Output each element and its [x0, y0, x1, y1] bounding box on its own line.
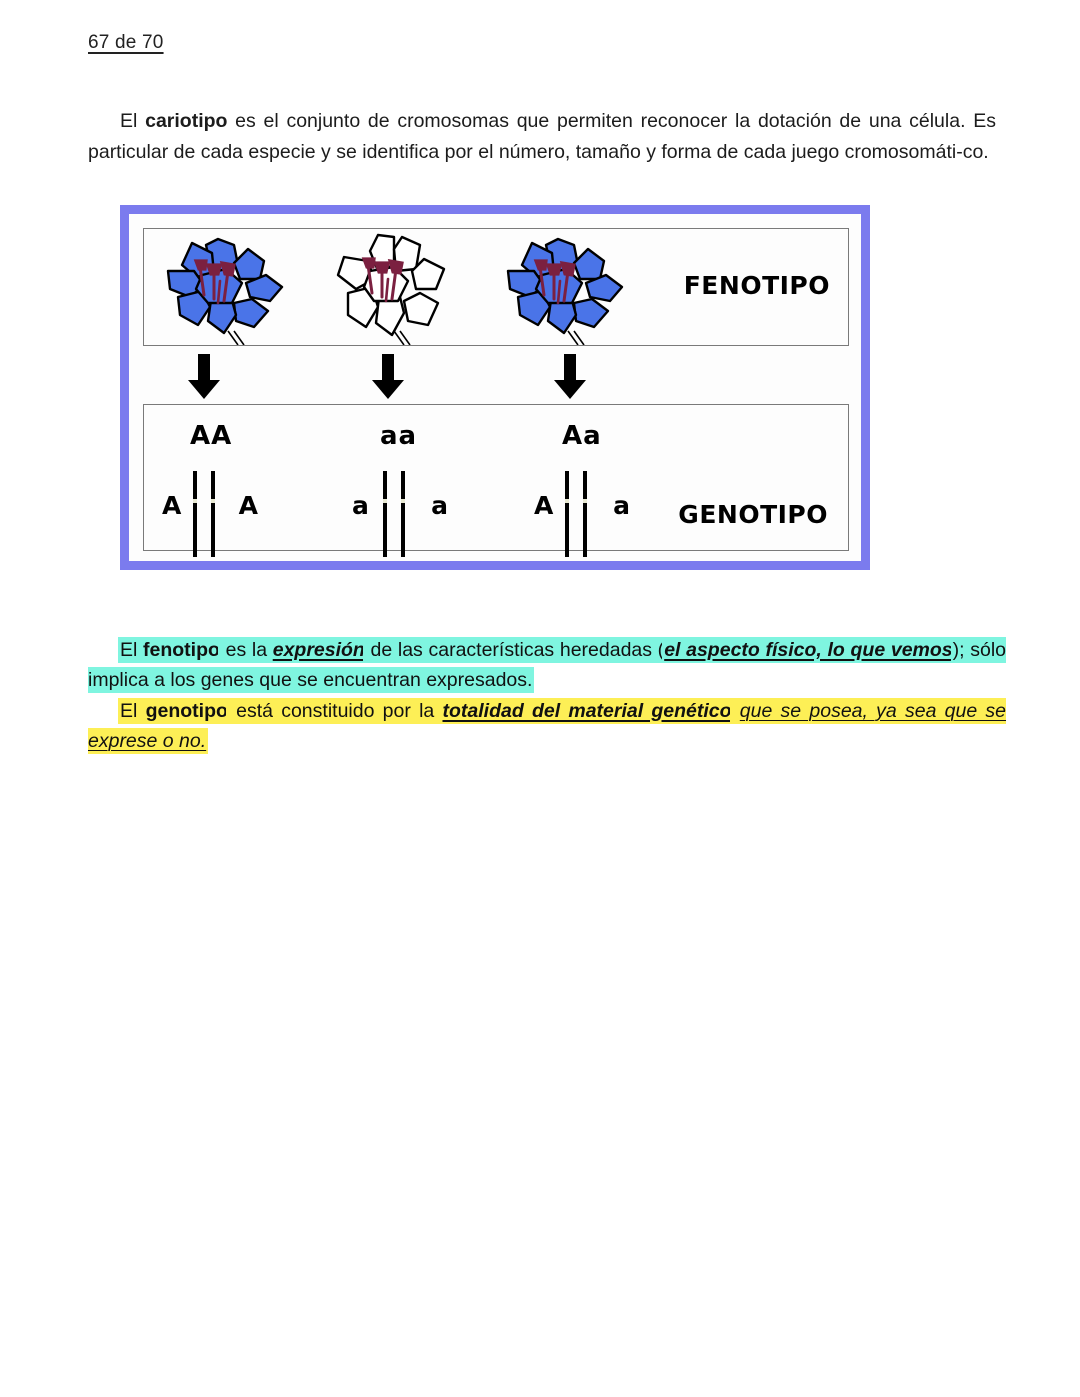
chromosome-pair-1: A A — [162, 471, 258, 557]
genotype-row: AA aa Aa A A a a A a GENOTIPO — [143, 404, 849, 557]
fenotipo-emphasis-expresion: expresión — [272, 638, 365, 661]
genotipo-lead: El — [120, 699, 146, 722]
paragraph-cariotipo: El cariotipo es el conjunto de cromosoma… — [88, 106, 996, 168]
chromosome-pair-2: a a — [352, 471, 448, 557]
allele-right-2: a — [431, 491, 448, 520]
cariotipo-rest: es el conjunto de cromosomas que permite… — [88, 109, 996, 163]
genetics-diagram: FENOTIPO AA aa Aa A A a — [120, 205, 870, 570]
page-number: 67 de 70 — [88, 32, 164, 53]
genotipo-mid1: está constituido por la — [227, 699, 443, 722]
allele-right-1: A — [238, 491, 258, 520]
fenotipo-mid2: de las características heredadas ( — [364, 638, 665, 661]
fenotipo-lead: El — [120, 638, 144, 661]
chromosome-bar — [565, 471, 569, 557]
arrow-down-icon-1 — [187, 354, 221, 400]
fenotipo-term: fenotipo — [143, 638, 220, 661]
fenotipo-mid1: es la — [219, 638, 273, 661]
chromosome-bar — [193, 471, 197, 557]
genotype-pair-1: AA — [190, 421, 233, 451]
chromosome-bar — [383, 471, 387, 557]
arrow-down-icon-2 — [371, 354, 405, 400]
paragraph-genotipo: El genotipo está constituido por la tota… — [88, 696, 1006, 756]
genotype-label: GENOTIPO — [678, 500, 828, 529]
chromosome-bar — [583, 471, 587, 557]
phenotype-label: FENOTIPO — [683, 271, 830, 300]
genotipo-emphasis-totalidad: totalidad del material genético — [442, 699, 732, 722]
arrow-down-icon-3 — [553, 354, 587, 400]
chromosome-bar — [401, 471, 405, 557]
allele-left-2: a — [352, 491, 369, 520]
chromosome-bar — [211, 471, 215, 557]
allele-right-3: a — [613, 491, 630, 520]
genotype-pair-2: aa — [380, 421, 418, 451]
genotipo-term: genotipo — [145, 699, 228, 722]
phenotype-row: FENOTIPO — [143, 228, 849, 346]
blue-lily-left-icon — [156, 231, 288, 345]
genotipo-mid2 — [731, 699, 740, 722]
cariotipo-term: cariotipo — [145, 109, 228, 132]
fenotipo-emphasis-aspecto: el aspecto físico, lo que vemos — [664, 638, 953, 661]
allele-left-3: A — [534, 491, 554, 520]
cariotipo-lead: El — [120, 109, 146, 132]
genotype-pair-3: Aa — [562, 421, 602, 451]
diagram-inner: FENOTIPO AA aa Aa A A a — [129, 214, 861, 561]
paragraph-fenotipo: El fenotipo es la expresión de las carac… — [88, 635, 1006, 695]
white-lily-middle-icon — [324, 231, 456, 345]
blue-lily-right-icon — [496, 231, 628, 345]
chromosome-pair-3: A a — [534, 471, 630, 557]
allele-left-1: A — [162, 491, 182, 520]
